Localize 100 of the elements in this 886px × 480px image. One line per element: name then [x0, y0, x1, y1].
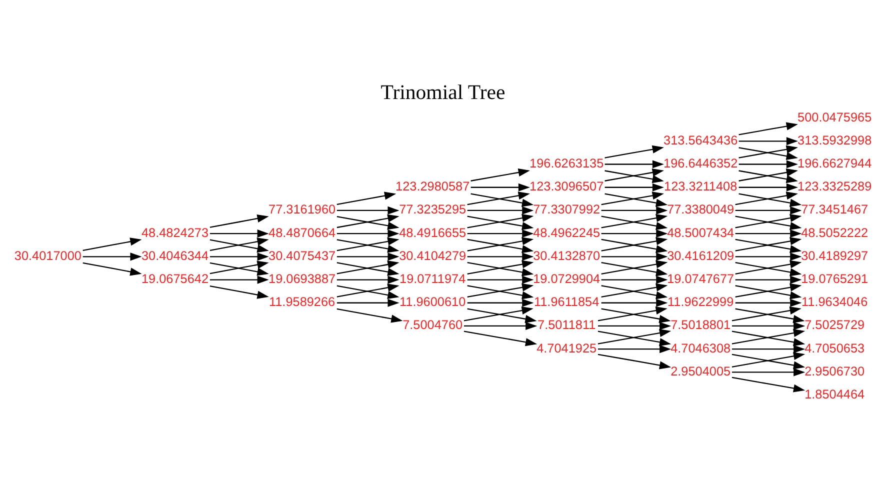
arrow [336, 191, 396, 204]
arrow [732, 368, 806, 376]
node-text: 77.3451467 [801, 202, 868, 216]
arrow [732, 306, 802, 321]
arrow [738, 160, 798, 168]
arrow [735, 229, 802, 238]
node-text: 77.3380049 [667, 202, 734, 216]
node-text: 11.9611854 [534, 294, 600, 309]
node-text: 313.5643436 [664, 132, 738, 147]
arrow [738, 182, 798, 191]
arrow [470, 192, 534, 206]
arrow [601, 206, 668, 214]
arrow [336, 275, 400, 284]
arrow [732, 376, 806, 392]
arrow [210, 252, 269, 260]
arrow [735, 275, 802, 284]
arrow [598, 344, 672, 353]
node-text: 313.5932998 [798, 132, 872, 147]
arrow [336, 298, 400, 306]
node-text: 48.4916655 [399, 225, 466, 240]
node-text: 19.0765291 [801, 272, 868, 286]
node-text: 30.4132870 [533, 248, 600, 262]
arrow [470, 182, 530, 191]
node-text: 48.4962245 [533, 225, 600, 240]
node-text: 2.9504005 [670, 364, 731, 378]
arrow [467, 275, 534, 284]
node-text: 11.9622999 [668, 294, 734, 309]
node-text: 30.4189297 [801, 248, 868, 262]
arrow [467, 308, 537, 322]
node-text: 11.9589266 [269, 294, 336, 309]
arrow [467, 252, 534, 260]
node-text: 19.0711974 [400, 272, 466, 286]
arrow [604, 182, 664, 191]
arrow [601, 275, 668, 284]
arrow [467, 191, 530, 205]
arrow [467, 229, 534, 238]
arrow [604, 160, 664, 168]
arrow [467, 298, 534, 306]
node-text: 48.5007434 [667, 225, 734, 240]
node-text: 4.7041925 [536, 340, 597, 355]
node-text: 7.5025729 [804, 318, 865, 332]
node-text: 7.5018801 [670, 318, 731, 332]
arrow [601, 298, 668, 306]
node-text: 1.8504464 [804, 387, 865, 402]
node-text: 123.3211408 [664, 179, 738, 194]
arrow [601, 308, 671, 322]
arrow [464, 330, 538, 346]
arrow [735, 191, 798, 205]
arrow [336, 252, 400, 260]
arrow [336, 229, 400, 238]
arrow [601, 252, 668, 260]
arrow [604, 192, 668, 206]
node-text: 196.6263135 [530, 156, 604, 170]
arrow [464, 321, 538, 330]
arrow [598, 321, 672, 330]
node-text: 11.9634046 [802, 294, 868, 309]
arrow [82, 237, 142, 250]
node-text: 7.5011811 [538, 318, 596, 332]
arrow [598, 306, 668, 321]
node-text: 77.3235295 [399, 202, 466, 216]
node-text: 48.4870664 [268, 225, 336, 240]
node-text: 2.9506730 [804, 364, 865, 378]
arrow [732, 344, 806, 353]
node-text: 196.6627944 [798, 156, 872, 170]
arrow [601, 191, 664, 205]
node-text: 30.4075437 [268, 248, 336, 262]
arrow [82, 262, 142, 276]
arrow [735, 298, 802, 306]
node-text: 123.3096507 [530, 179, 604, 194]
node-text: 19.0675642 [141, 272, 209, 286]
arrow [601, 229, 668, 238]
node-text: 30.4017000 [14, 248, 82, 262]
node-text: 123.3325289 [798, 179, 872, 194]
node-text: 30.4161209 [667, 248, 734, 262]
arrow [210, 275, 269, 284]
node-text: 48.5052222 [801, 225, 868, 240]
arrow [738, 122, 798, 135]
arrow [467, 206, 534, 214]
node-text: 4.7050653 [804, 340, 865, 355]
node-text: 19.0729904 [533, 272, 600, 286]
node-text: 11.9600610 [400, 294, 466, 309]
diagram-title: Trinomial Tree [380, 80, 506, 104]
node-text: 123.2980587 [396, 179, 470, 194]
arrow [464, 306, 534, 321]
node-text: 48.4824273 [141, 225, 209, 240]
arrow [604, 144, 664, 158]
node-text: 7.5004760 [402, 318, 463, 332]
arrow [735, 206, 802, 214]
arrow [732, 321, 806, 330]
node-text: 77.3307992 [533, 202, 600, 216]
node-text: 19.0747677 [667, 272, 734, 286]
arrow [336, 308, 403, 322]
node-text: 77.3161960 [268, 202, 336, 216]
arrow [735, 252, 802, 260]
arrow [738, 136, 798, 145]
arrow [735, 308, 805, 322]
arrow [336, 206, 400, 214]
node-text: 30.4104279 [399, 248, 466, 262]
arrow [210, 214, 269, 228]
arrow [82, 252, 142, 260]
